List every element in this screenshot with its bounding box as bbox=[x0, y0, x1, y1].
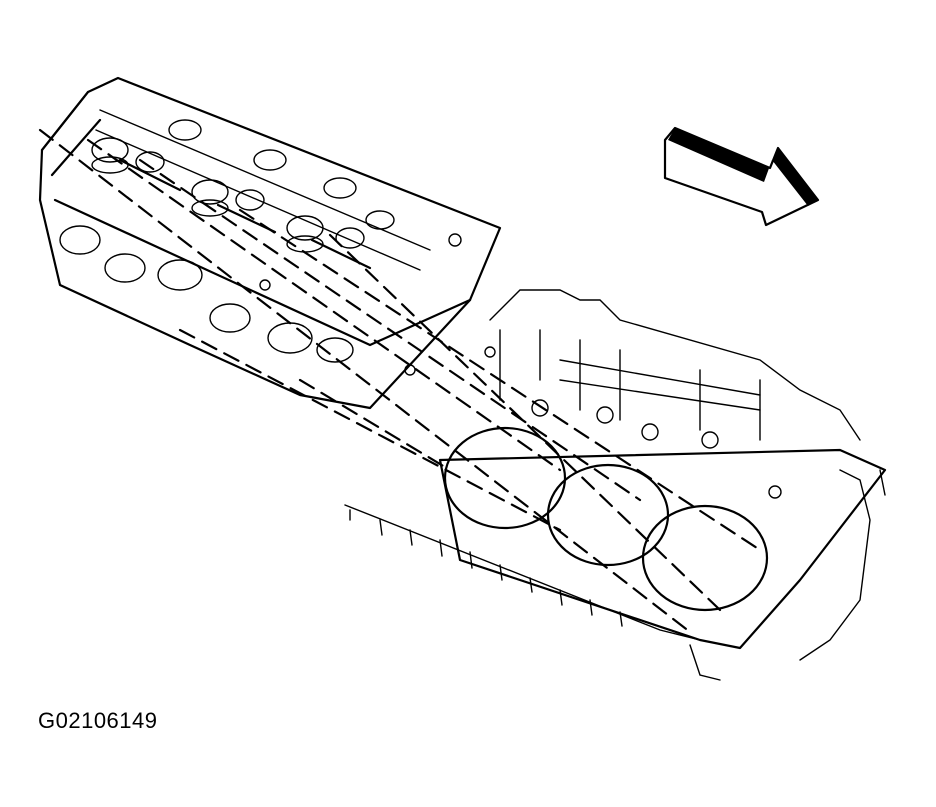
block-deck-outline bbox=[344, 504, 701, 641]
cylinder-bore-3 bbox=[641, 504, 769, 612]
arrow-right-icon bbox=[663, 126, 820, 227]
figure-id-label: G02106149 bbox=[38, 708, 158, 733]
cylinder-bore-1 bbox=[443, 426, 567, 530]
alignment-lines bbox=[38, 128, 762, 634]
engine-block-icon bbox=[438, 289, 887, 681]
cylinder-bores bbox=[443, 426, 769, 612]
cylinder-bore-2 bbox=[546, 463, 670, 567]
